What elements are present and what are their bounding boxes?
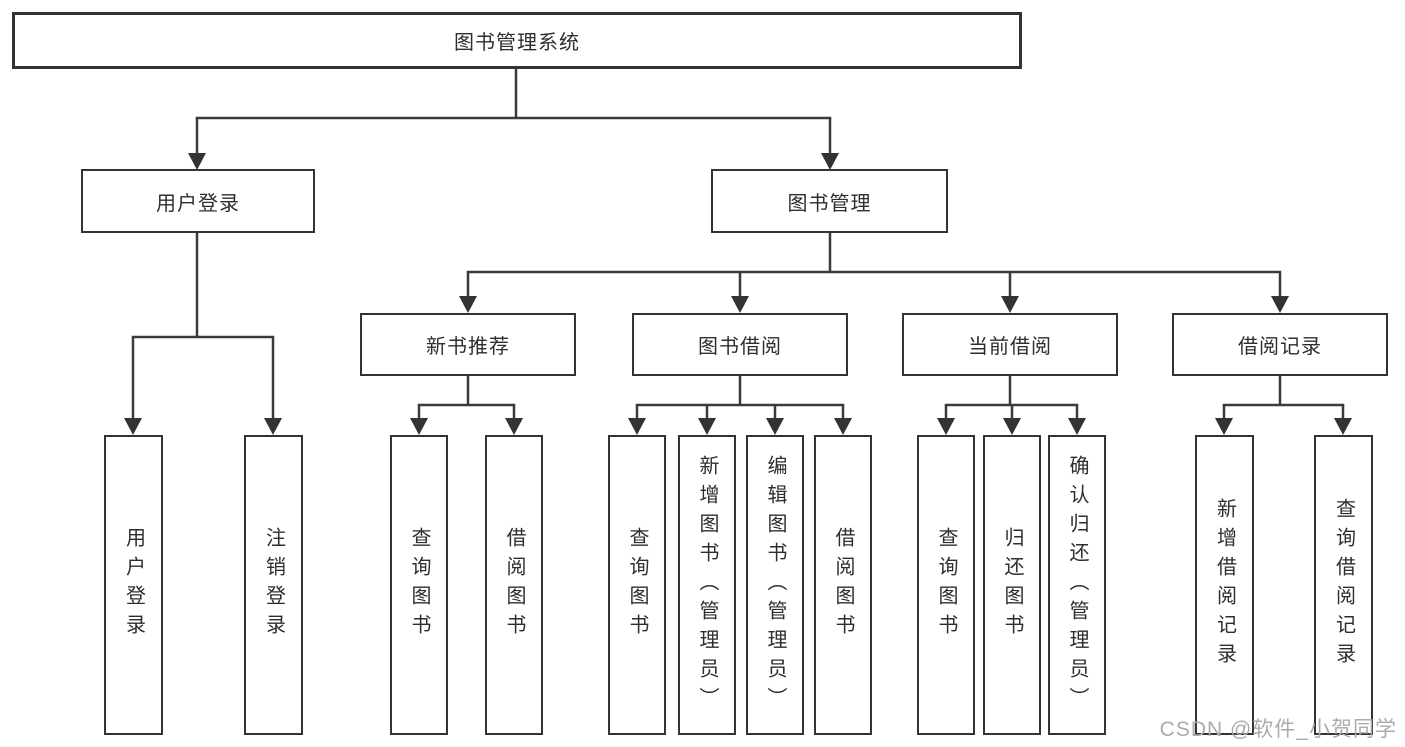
watermark: CSDN @软件_小贺同学 xyxy=(1159,718,1397,741)
leaf-current-return-books: 归还图书 xyxy=(983,435,1041,735)
node-user-login: 用户登录 xyxy=(81,169,315,233)
leaf-borrow-borrow-books: 借阅图书 xyxy=(814,435,872,735)
node-borrowing-records: 借阅记录 xyxy=(1172,313,1388,376)
leaf-newbook-borrow-books-label: 借阅图书 xyxy=(503,527,525,643)
leaf-current-query-books: 查询图书 xyxy=(917,435,975,735)
leaf-borrow-add-books-admin-label: 新增图书（管理员） xyxy=(696,454,718,716)
leaf-user-login: 用户登录 xyxy=(104,435,163,735)
leaf-user-login-label: 用户登录 xyxy=(122,527,145,643)
leaf-current-confirm-return-admin: 确认归还（管理员） xyxy=(1048,435,1106,735)
leaf-newbook-query-books-label: 查询图书 xyxy=(408,527,430,643)
leaf-current-query-books-label: 查询图书 xyxy=(935,527,957,643)
node-book-borrowing: 图书借阅 xyxy=(632,313,848,376)
leaf-newbook-borrow-books: 借阅图书 xyxy=(485,435,543,735)
node-current-borrowing: 当前借阅 xyxy=(902,313,1118,376)
leaf-borrow-edit-books-admin: 编辑图书（管理员） xyxy=(746,435,804,735)
leaf-logout-label: 注销登录 xyxy=(262,527,285,643)
leaf-borrow-query-books-label: 查询图书 xyxy=(626,527,648,643)
leaf-newbook-query-books: 查询图书 xyxy=(390,435,448,735)
leaf-borrow-query-books: 查询图书 xyxy=(608,435,666,735)
leaf-records-add-borrow-record-label: 新增借阅记录 xyxy=(1213,498,1236,672)
leaf-current-return-books-label: 归还图书 xyxy=(1001,527,1023,643)
leaf-logout: 注销登录 xyxy=(244,435,303,735)
node-library-management-system: 图书管理系统 xyxy=(12,12,1022,69)
node-book-management: 图书管理 xyxy=(711,169,948,233)
leaf-records-add-borrow-record: 新增借阅记录 xyxy=(1195,435,1254,735)
node-new-book-recommendation: 新书推荐 xyxy=(360,313,576,376)
leaf-borrow-edit-books-admin-label: 编辑图书（管理员） xyxy=(764,454,786,716)
leaf-current-confirm-return-admin-label: 确认归还（管理员） xyxy=(1066,454,1088,716)
leaf-borrow-borrow-books-label: 借阅图书 xyxy=(832,527,854,643)
leaf-borrow-add-books-admin: 新增图书（管理员） xyxy=(678,435,736,735)
leaf-records-query-borrow-record-label: 查询借阅记录 xyxy=(1332,498,1355,672)
leaf-records-query-borrow-record: 查询借阅记录 xyxy=(1314,435,1373,735)
